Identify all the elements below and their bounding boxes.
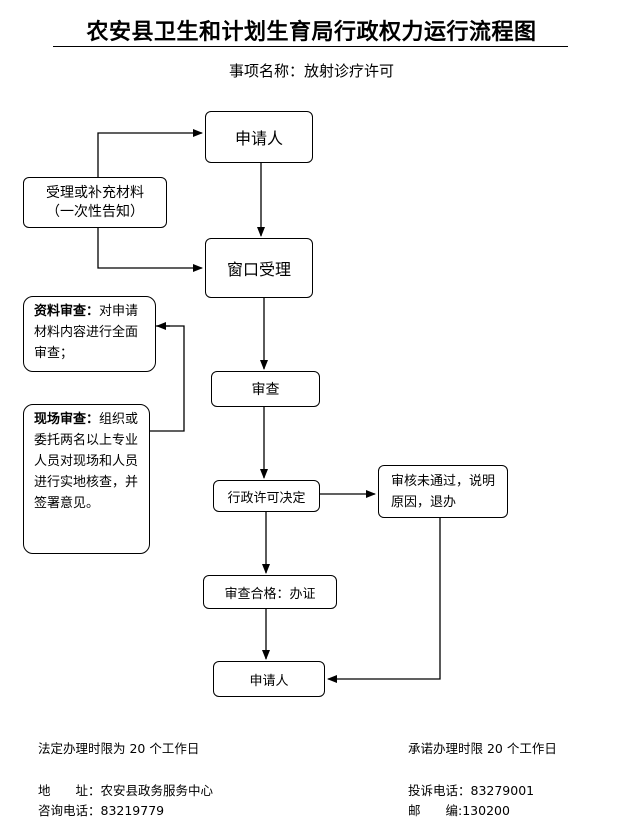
legal-time-limit: 法定办理时限为 20 个工作日 [38,741,200,756]
review-box: 审查 [211,371,320,407]
applicant-bottom-label: 申请人 [249,673,289,689]
approve-box: 审查合格：办证 [203,575,337,609]
accept-supplement-line1: 受理或补充材料 [46,184,144,201]
site-review-note: 现场审查：组织或委托两名以上专业人员对现场和人员进行实地核查，并签署意见。 [23,404,150,554]
doc-review-title: 资料审查： [34,304,100,319]
site-review-text: 组织或委托两名以上专业人员对现场和人员进行实地核查，并签署意见。 [34,412,139,511]
address: 地 址：农安县政务服务中心 [38,783,214,798]
arrow-supplement-to-applicant [97,129,203,177]
postcode: 邮 编:130200 [408,803,510,818]
title-underline [53,46,568,47]
arrow-supplement-to-window [97,228,203,272]
applicant-top-label: 申请人 [234,129,283,148]
window-accept-label: 窗口受理 [226,260,291,279]
item-name: 事项名称：放射诊疗许可 [228,62,394,80]
site-review-title: 现场审查： [34,412,100,427]
reject-label: 审核未通过，说明原因，退办 [391,473,496,510]
accept-supplement-line2: （一次性告知） [46,203,144,220]
review-label: 审查 [251,382,280,398]
doc-review-text: 对申请材料内容进行全面审查； [34,304,139,361]
decision-label: 行政许可决定 [227,490,306,506]
approve-label: 审查合格：办证 [224,586,316,602]
accept-supplement-box: 受理或补充材料 （一次性告知） [23,177,167,228]
promise-time-limit: 承诺办理时限 20 个工作日 [408,741,557,756]
doc-review-note: 资料审查：对申请材料内容进行全面审查； [23,296,156,372]
arrow-reject-to-applicant [327,518,441,683]
window-accept-box: 窗口受理 [205,238,313,298]
page-title: 农安县卫生和计划生育局行政权力运行流程图 [86,19,537,45]
consult-phone: 咨询电话：83219779 [38,803,165,818]
decision-box: 行政许可决定 [213,480,320,512]
reject-box: 审核未通过，说明原因，退办 [378,465,508,518]
applicant-bottom-box: 申请人 [213,661,325,697]
complaint-phone: 投诉电话：83279001 [408,783,535,798]
applicant-top-box: 申请人 [205,111,313,163]
